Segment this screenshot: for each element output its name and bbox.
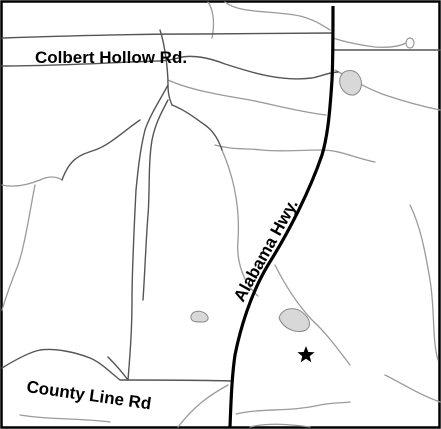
road-center-east — [171, 104, 223, 151]
stream-right-b — [321, 149, 376, 163]
stream-top-mid — [224, 1, 331, 31]
road-central-inner — [142, 99, 169, 301]
stream-lower-right — [274, 264, 351, 366]
county-line-road — [1, 348, 233, 382]
pond-west — [190, 310, 209, 323]
stream-bottom-center — [177, 384, 229, 428]
pond-top-right — [405, 37, 415, 49]
stream-bottom-left — [19, 414, 111, 423]
stream-left — [1, 176, 63, 187]
ponds — [190, 37, 415, 332]
stream-down-center — [221, 149, 259, 297]
road-west-branch — [61, 119, 141, 181]
stream-center — [167, 79, 327, 116]
stream-far-right-bottom — [384, 374, 441, 403]
stream-right-edge — [409, 204, 439, 361]
pond-north — [339, 70, 362, 96]
colbert-hollow-rd-label: Colbert Hollow Rd. — [35, 48, 187, 67]
alabama-highway — [228, 5, 335, 428]
road-top-boundary — [1, 32, 334, 39]
road-central-west — [127, 84, 169, 381]
stream-mid-left — [214, 144, 323, 152]
roads — [1, 29, 441, 382]
road-under-colbert — [1, 55, 339, 80]
pond-east — [278, 308, 310, 332]
stream-top-left — [207, 1, 215, 39]
stream-bottom-edge — [249, 423, 311, 428]
stream-bottom-right — [235, 401, 351, 415]
stream-upper-right — [332, 37, 407, 48]
stream-left-vertical — [1, 184, 36, 311]
road-county-branch — [107, 356, 129, 381]
star-icon — [297, 346, 315, 363]
